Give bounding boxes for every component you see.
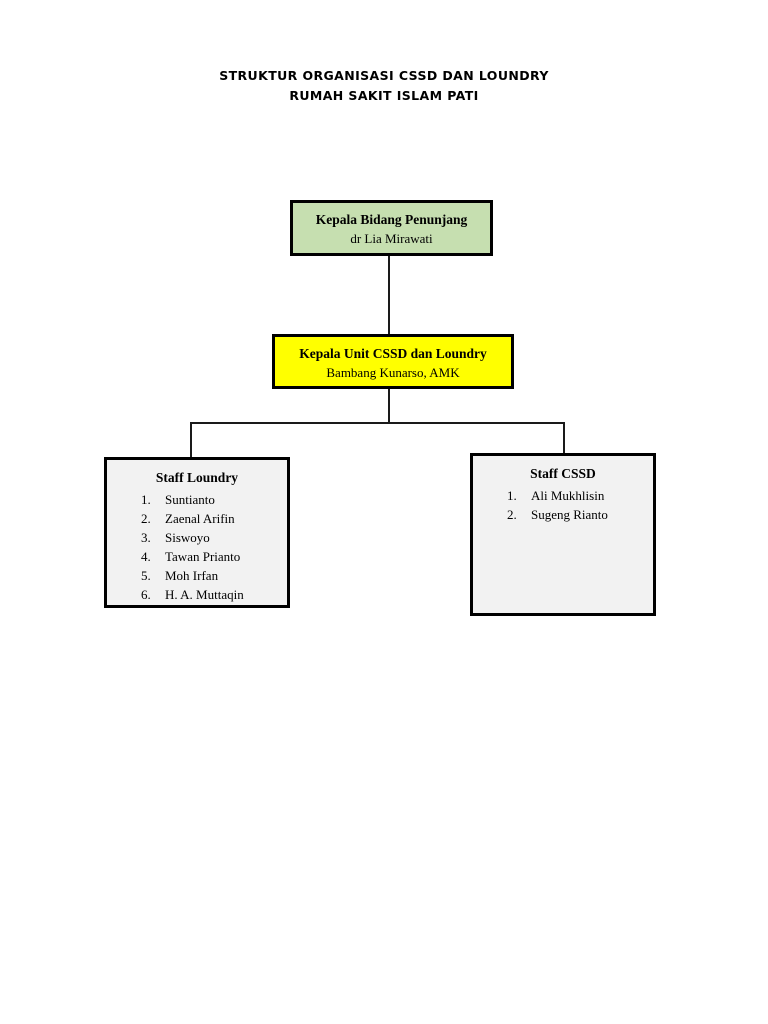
connector-to-staff-cssd xyxy=(563,422,565,453)
list-item: 2. Zaenal Arifin xyxy=(141,509,287,528)
chart-title-line-1: STRUKTUR ORGANISASI CSSD DAN LOUNDRY xyxy=(219,68,549,83)
list-item-number: 2. xyxy=(141,511,151,526)
list-item-name: H. A. Muttaqin xyxy=(165,587,244,602)
list-item-name: Tawan Prianto xyxy=(165,549,241,564)
node-kepala-unit-title: Kepala Unit CSSD dan Loundry xyxy=(299,346,487,361)
chart-title-line-2: RUMAH SAKIT ISLAM PATI xyxy=(289,88,479,103)
list-item: 1. Ali Mukhlisin xyxy=(507,486,653,505)
list-item: 2. Sugeng Rianto xyxy=(507,505,653,524)
staff-cssd-list: 1. Ali Mukhlisin 2. Sugeng Rianto xyxy=(473,486,653,524)
staff-cssd-heading: Staff CSSD xyxy=(530,466,596,481)
list-item-name: Zaenal Arifin xyxy=(165,511,235,526)
list-item: 6. H. A. Muttaqin xyxy=(141,585,287,604)
list-item-name: Siswoyo xyxy=(165,530,210,545)
staff-loundry-list: 1. Suntianto 2. Zaenal Arifin 3. Siswoyo 4. Taw… xyxy=(107,490,287,604)
list-item-number: 1. xyxy=(141,492,151,507)
list-item-number: 3. xyxy=(141,530,151,545)
list-item-name: Moh Irfan xyxy=(165,568,219,583)
connector-penunjang-to-unit xyxy=(388,256,390,334)
node-kepala-unit-name: Bambang Kunarso, AMK xyxy=(326,365,460,380)
list-item: 3. Siswoyo xyxy=(141,528,287,547)
staff-loundry-heading: Staff Loundry xyxy=(155,470,239,485)
list-item-number: 4. xyxy=(141,549,151,564)
list-item-name: Ali Mukhlisin xyxy=(531,488,605,503)
list-item-number: 1. xyxy=(507,488,517,503)
list-item-name: Suntianto xyxy=(165,492,215,507)
node-penunjang-title: Kepala Bidang Penunjang xyxy=(315,212,468,227)
node-staff-cssd: Staff CSSD 1. Ali Mukhlisin 2. Sugeng Riant… xyxy=(470,453,656,616)
connector-unit-down xyxy=(388,389,390,423)
node-staff-loundry: Staff Loundry 1. Suntianto 2. Zaenal Arifin… xyxy=(104,457,290,608)
list-item: 1. Suntianto xyxy=(141,490,287,509)
chart-title: STRUKTUR ORGANISASI CSSD DAN LOUNDRY RUM… xyxy=(0,66,768,106)
list-item: 4. Tawan Prianto xyxy=(141,547,287,566)
list-item-name: Sugeng Rianto xyxy=(531,507,608,522)
node-kepala-bidang-penunjang: Kepala Bidang Penunjang dr Lia Mirawati xyxy=(290,200,493,256)
list-item-number: 2. xyxy=(507,507,517,522)
connector-horizontal-split xyxy=(190,422,565,424)
list-item-number: 6. xyxy=(141,587,151,602)
list-item: 5. Moh Irfan xyxy=(141,566,287,585)
list-item-number: 5. xyxy=(141,568,151,583)
node-penunjang-name: dr Lia Mirawati xyxy=(350,231,433,246)
node-kepala-unit-cssd-loundry: Kepala Unit CSSD dan Loundry Bambang Kun… xyxy=(272,334,514,389)
connector-to-staff-loundry xyxy=(190,422,192,457)
